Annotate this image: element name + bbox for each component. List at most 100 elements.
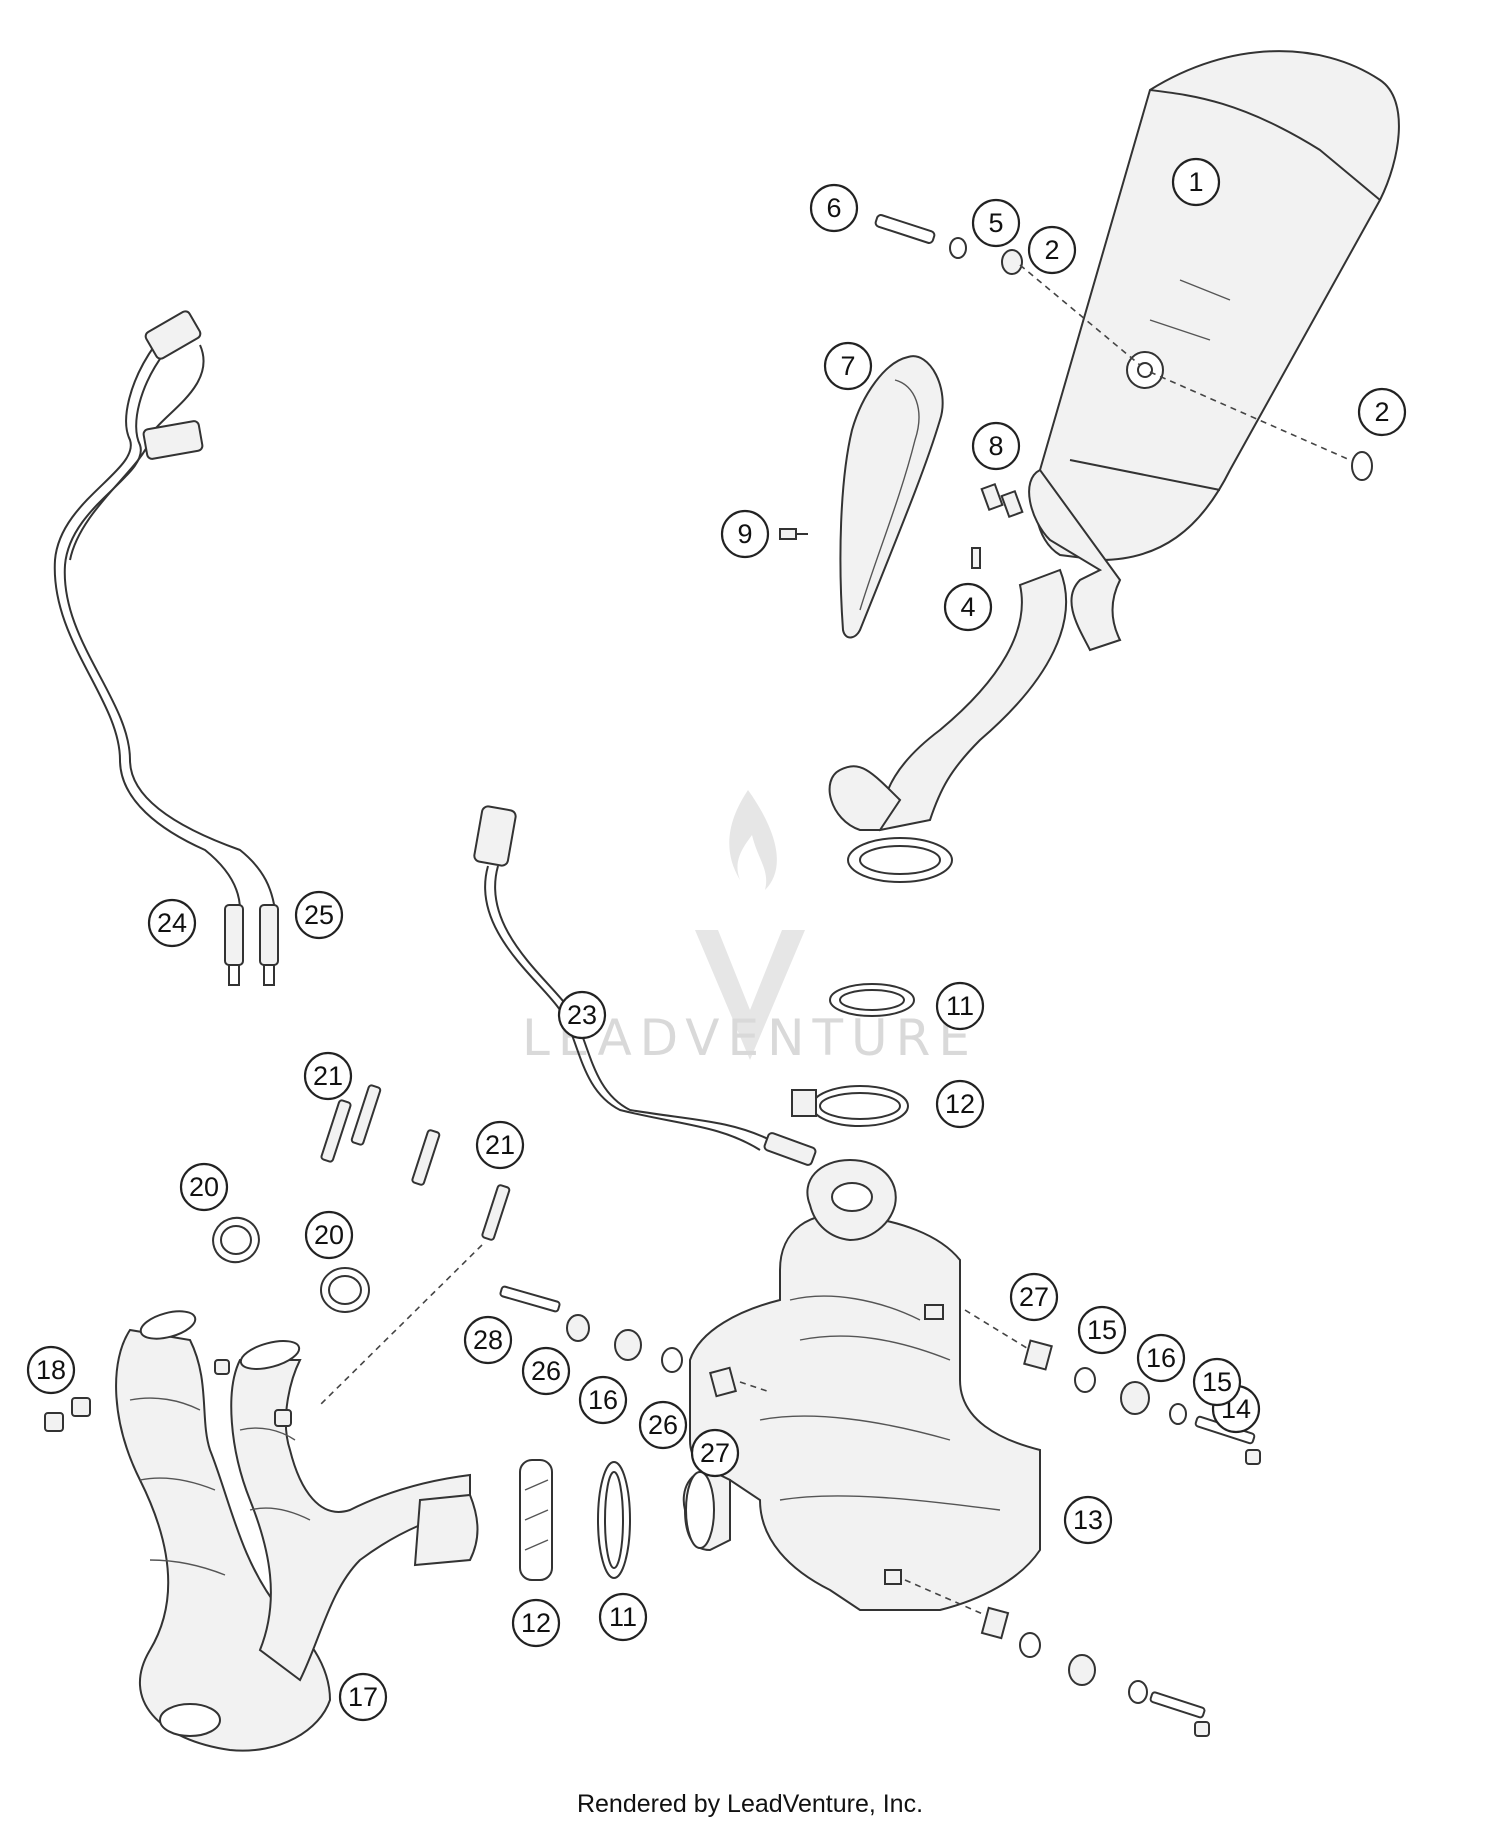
part-gasket-20a-inner: [220, 1225, 252, 1255]
part-lambda-sensor-cables: [53, 310, 279, 986]
callout-11: 11: [935, 981, 985, 1031]
part-clamp-12b: [519, 1459, 553, 1581]
callout-7: 7: [823, 341, 873, 391]
part-catalyst-box: [682, 1158, 1041, 1611]
callout-number: 4: [960, 592, 975, 622]
callout-8: 8: [971, 421, 1021, 471]
callout-circle: [1171, 157, 1221, 207]
callout-26: 26: [638, 1400, 688, 1450]
callout-circle: [720, 509, 770, 559]
callout-circle: [147, 898, 197, 948]
callout-circle: [1009, 1272, 1059, 1322]
callout-9: 9: [720, 509, 770, 559]
callout-number: 13: [1073, 1505, 1103, 1535]
callout-number: 28: [473, 1325, 503, 1355]
callout-number: 5: [988, 208, 1003, 238]
part-gasket-20a: [212, 1216, 260, 1264]
callout-number: 18: [36, 1355, 66, 1385]
callout-number: 2: [1374, 397, 1389, 427]
part-nuts-18: [44, 1397, 91, 1432]
callout-circle: [521, 1346, 571, 1396]
callout-1: 1: [1171, 157, 1221, 207]
part-washer-5: [949, 237, 967, 259]
callout-23: 23: [557, 990, 607, 1040]
callout-circle: [26, 1345, 76, 1395]
callout-circle: [557, 990, 607, 1040]
callout-circle: [809, 183, 859, 233]
callout-2: 2: [1357, 387, 1407, 437]
callout-15: 15: [1077, 1305, 1127, 1355]
callout-number: 21: [485, 1130, 515, 1160]
callout-circle: [1192, 1357, 1242, 1407]
callout-13: 13: [1063, 1495, 1113, 1545]
footer-credit: Rendered by LeadVenture, Inc.: [576, 1790, 924, 1818]
part-screw-9: [779, 528, 808, 540]
callout-number: 20: [189, 1172, 219, 1202]
callout-number: 11: [946, 991, 974, 1021]
callout-circle: [598, 1592, 648, 1642]
callout-circle: [1063, 1495, 1113, 1545]
part-mount-hardware-left: [499, 1285, 737, 1398]
callout-number: 1: [1188, 167, 1203, 197]
callout-16: 16: [1136, 1333, 1186, 1383]
callout-circle: [1357, 387, 1407, 437]
callout-number: 15: [1087, 1315, 1117, 1345]
callout-21: 21: [303, 1051, 353, 1101]
callout-circle: [179, 1162, 229, 1212]
part-header-pipes: [115, 1310, 479, 1752]
callout-12: 12: [935, 1079, 985, 1129]
callout-number: 2: [1044, 235, 1059, 265]
callout-27: 27: [690, 1428, 740, 1478]
callout-11: 11: [598, 1592, 648, 1642]
part-studs-21: [320, 1084, 511, 1241]
callout-28: 28: [463, 1315, 513, 1365]
flame-logo-icon: [729, 790, 777, 890]
callout-circle: [638, 1400, 688, 1450]
v-logo-icon: [695, 930, 805, 1060]
part-bolt-6: [874, 214, 936, 244]
callout-5: 5: [971, 198, 1021, 248]
callout-number: 15: [1202, 1367, 1232, 1397]
callout-circle: [823, 341, 873, 391]
part-stud-4: [971, 547, 981, 569]
callout-circle: [511, 1598, 561, 1648]
callout-layer: 1224567891111121213141515161617182020212…: [26, 157, 1407, 1722]
callout-12: 12: [511, 1598, 561, 1648]
callout-20: 20: [179, 1162, 229, 1212]
callout-number: 27: [1019, 1282, 1049, 1312]
callout-number: 8: [988, 431, 1003, 461]
callout-circle: [294, 890, 344, 940]
part-clamp-12a: [791, 1085, 909, 1127]
part-link-pipe: [828, 568, 1068, 883]
part-muffler: [1028, 50, 1400, 652]
callout-number: 27: [700, 1438, 730, 1468]
callout-number: 12: [521, 1608, 551, 1638]
callout-number: 16: [588, 1385, 618, 1415]
part-bushing-2a: [1001, 249, 1023, 275]
callout-24: 24: [147, 898, 197, 948]
callout-circle: [935, 1079, 985, 1129]
callout-number: 17: [348, 1682, 378, 1712]
callout-number: 24: [157, 908, 187, 938]
callout-4: 4: [943, 582, 993, 632]
callout-circle: [971, 421, 1021, 471]
part-mount-hardware-bottom: [980, 1606, 1210, 1737]
callout-circle: [338, 1672, 388, 1722]
part-gasket-11b: [597, 1461, 631, 1579]
part-gasket-20b-inner: [328, 1275, 362, 1305]
callout-number: 16: [1146, 1343, 1176, 1373]
part-gasket-20b: [320, 1267, 370, 1313]
callout-27: 27: [1009, 1272, 1059, 1322]
part-gasket-11b-inner: [604, 1471, 624, 1569]
callout-circle: [475, 1120, 525, 1170]
callout-number: 26: [648, 1410, 678, 1440]
callout-number: 21: [313, 1061, 343, 1091]
part-heat-shield: [839, 355, 944, 639]
callout-circle: [935, 981, 985, 1031]
callout-16: 16: [578, 1375, 628, 1425]
callout-circle: [1136, 1333, 1186, 1383]
callout-number: 25: [304, 900, 334, 930]
callout-21: 21: [475, 1120, 525, 1170]
part-lambda-sensor-23: [473, 805, 817, 1166]
